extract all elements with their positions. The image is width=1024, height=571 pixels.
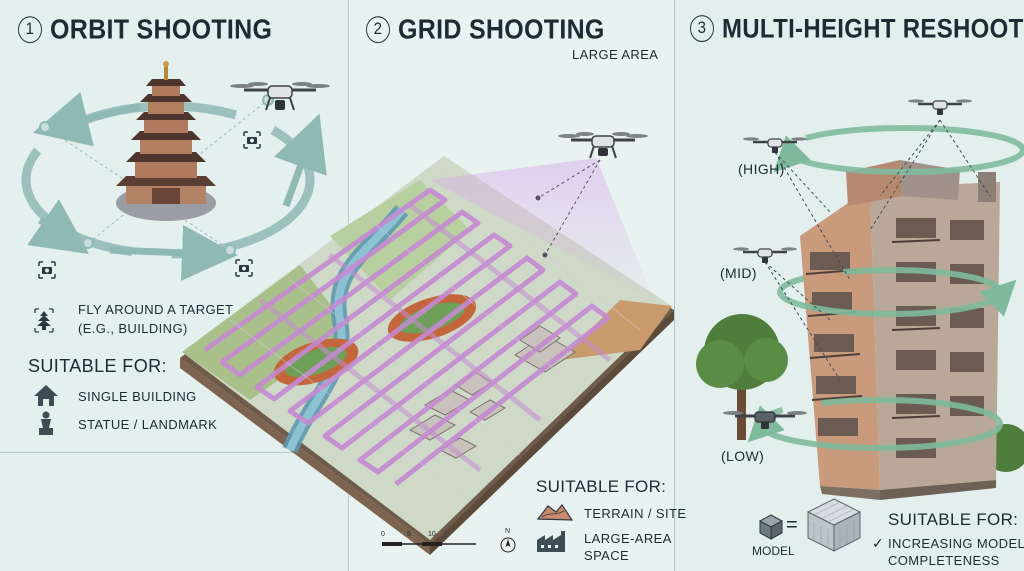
multi-benefit-line1: INCREASING MODEL (888, 536, 1024, 551)
drone-icon (733, 247, 797, 263)
statue-icon (39, 411, 53, 435)
terrain-icon (536, 504, 574, 521)
check-icon: ✓ (872, 535, 884, 551)
camera-icon (243, 131, 261, 149)
grid-item-large-area: LARGE-AREA (584, 531, 672, 546)
drone-icon (230, 82, 330, 111)
drone-icon (723, 411, 807, 429)
pagoda (116, 61, 216, 221)
grid-item-space: SPACE (584, 548, 630, 563)
camera-icon (38, 261, 56, 279)
terrain-block (180, 156, 674, 555)
orbit-description-line1: FLY AROUND A TARGET (78, 302, 234, 317)
equals-sign: = (786, 514, 798, 536)
height-label-low: (LOW) (721, 448, 765, 464)
multi-suitable-heading: SUITABLE FOR: (888, 510, 1019, 529)
cube-icon (758, 514, 784, 540)
stadium (387, 294, 477, 342)
compass-icon (500, 537, 516, 553)
factory-icon (537, 531, 565, 552)
height-label-high: (HIGH) (738, 161, 785, 177)
orbit-item-single-building: SINGLE BUILDING (78, 389, 197, 404)
step-number-3: 3 (690, 15, 714, 43)
grid-subtitle: LARGE AREA (572, 47, 659, 62)
orbit-description-line2: (E.G., BUILDING) (78, 321, 188, 336)
house-icon (34, 385, 58, 406)
tree (696, 314, 1024, 472)
step-number-2: 2 (366, 16, 390, 44)
scale-label-0: 0 (381, 531, 385, 538)
height-label-mid: (MID) (720, 265, 757, 281)
grid-suitable-heading: SUITABLE FOR: (536, 477, 667, 496)
cube-icon (806, 498, 862, 552)
multi-benefit-line2: COMPLETENESS (888, 553, 1000, 568)
dashed-lines (764, 119, 991, 381)
orbit-suitable-heading: SUITABLE FOR: (28, 356, 167, 376)
north-label: N (505, 528, 511, 535)
grid-item-terrain-site: TERRAIN / SITE (584, 506, 687, 521)
step-number-1: 1 (18, 16, 42, 44)
camera-icon (235, 259, 253, 277)
drone-beam (430, 158, 654, 300)
orbit-item-statue-landmark: STATUE / LANDMARK (78, 417, 218, 432)
panel-divider (0, 452, 348, 453)
drone-icon (908, 99, 972, 115)
scale-bar (382, 542, 476, 546)
drone-icon (558, 132, 648, 159)
drone-icon (743, 137, 807, 153)
flight-grid-lines (203, 187, 612, 486)
pagoda-icon (34, 308, 54, 333)
panel-divider (674, 0, 675, 571)
scale-label-10: 10 (428, 531, 436, 538)
scale-label-5: 5 (407, 531, 411, 538)
model-label: MODEL (752, 544, 795, 558)
